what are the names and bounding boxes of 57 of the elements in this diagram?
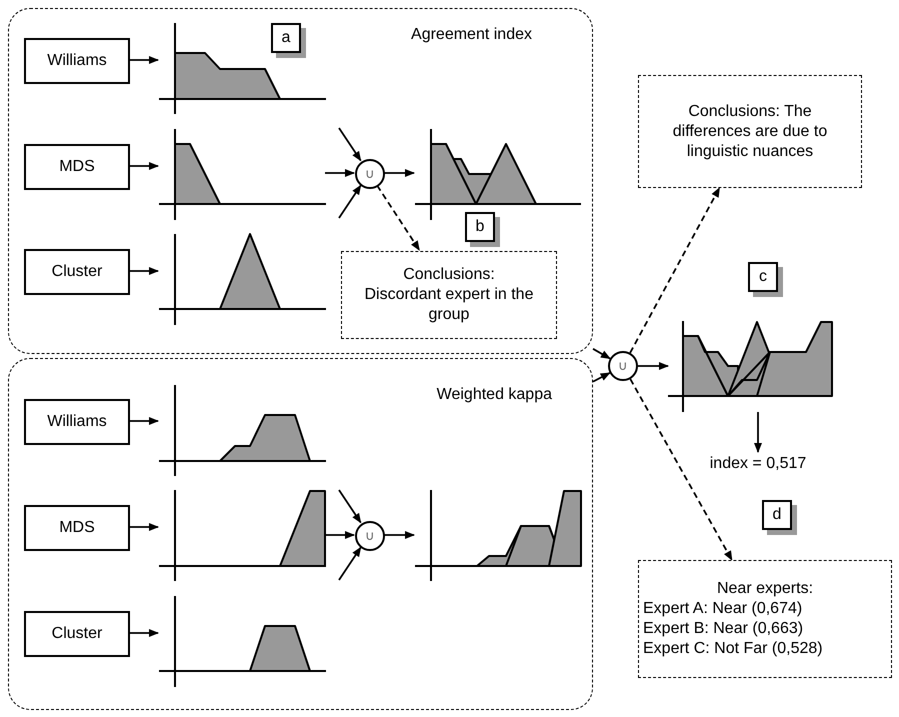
conclusion-box: [638, 560, 892, 678]
expert-line: Expert C: Not Far (0,528): [643, 639, 823, 659]
group-panel: [8, 8, 593, 354]
arrow: [325, 531, 355, 539]
arrow: [338, 128, 362, 162]
arrow: [129, 56, 159, 64]
method-label: Williams: [47, 412, 107, 432]
arrow: [338, 184, 362, 218]
arrow: [754, 412, 762, 453]
callout-letter: a: [282, 28, 290, 48]
conclusion-text: Conclusions: Discordant expert in the group: [364, 265, 534, 325]
method-label: Cluster: [52, 624, 102, 644]
arrow: [384, 169, 415, 177]
group-panel: [8, 358, 593, 710]
arrow: [129, 523, 159, 531]
union-operator: [355, 521, 385, 551]
conclusion-text: Conclusions: The differences are due to linguistic nuances: [672, 102, 828, 162]
arrow: [338, 546, 362, 580]
method-label: Cluster: [52, 262, 102, 282]
conclusion-box: [341, 251, 557, 339]
callout-letter: c: [759, 267, 767, 287]
method-box: [24, 249, 130, 295]
union-operator: [608, 351, 638, 381]
arrow: [592, 348, 611, 360]
group-title: Weighted kappa: [436, 385, 552, 405]
union-symbol: ∪: [365, 528, 375, 544]
arrow: [129, 417, 159, 425]
method-box: [24, 399, 130, 445]
method-box: [24, 611, 130, 657]
method-box: [24, 505, 130, 551]
method-label: Williams: [47, 51, 107, 71]
union-symbol: ∪: [618, 358, 628, 374]
method-label: MDS: [59, 518, 95, 538]
arrow: [129, 162, 159, 170]
arrow: [592, 372, 611, 382]
expert-line: Expert B: Near (0,663): [643, 619, 804, 639]
method-box: [24, 38, 130, 84]
dashed-arrow: [376, 185, 420, 251]
callout-letter: b: [476, 217, 484, 237]
list-heading: Near experts:: [716, 579, 814, 599]
arrow: [384, 531, 415, 539]
arrow: [325, 169, 355, 177]
method-box: [24, 144, 130, 190]
group-title: Agreement index: [411, 25, 532, 45]
arrow: [129, 267, 159, 275]
union-operator: [355, 159, 385, 189]
union-symbol: ∪: [365, 166, 375, 182]
conclusion-box: [638, 75, 862, 188]
result-text: index = 0,517: [710, 454, 806, 474]
arrow: [338, 490, 362, 524]
arrow: [129, 629, 159, 637]
method-label: MDS: [59, 157, 95, 177]
expert-line: Expert A: Near (0,674): [643, 599, 802, 619]
callout-letter: d: [772, 505, 782, 525]
dashed-arrow: [629, 187, 720, 354]
arrow: [638, 362, 669, 370]
dashed-arrow: [630, 378, 733, 561]
